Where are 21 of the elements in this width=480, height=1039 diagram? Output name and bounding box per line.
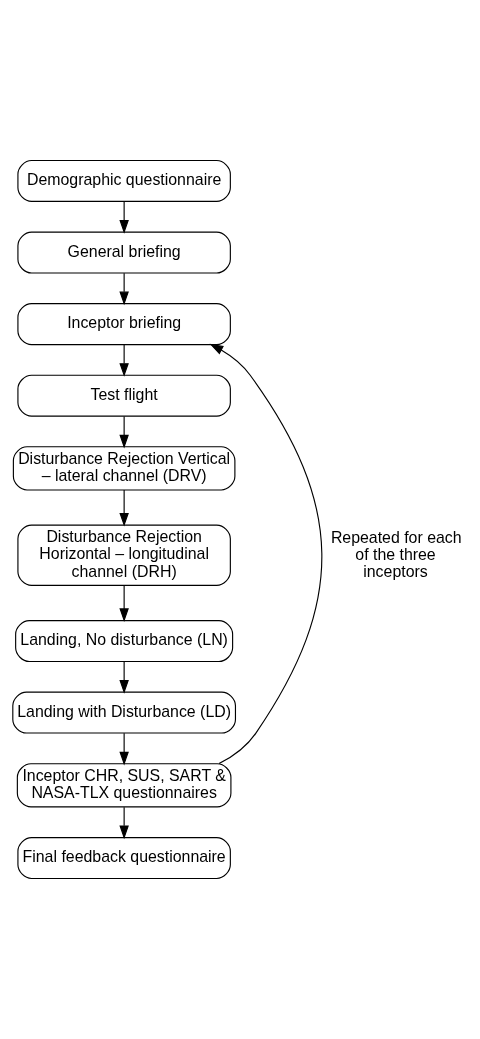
arrow — [209, 343, 323, 765]
arrow — [119, 344, 129, 377]
node-box: Inceptor CHR, SUS, SART & NASA-TLX questionnaires — [16, 763, 232, 808]
node-box: Landing with Disturbance (LD) — [12, 691, 237, 734]
node-box: Disturbance Rejection Vertical – lateral channel (DRV) — [12, 446, 236, 491]
arrow — [119, 806, 129, 840]
edge-label: Repeated for each of the three inceptors — [330, 529, 462, 581]
node-box: General briefing — [17, 231, 231, 274]
node-box: Landing, No disturbance (LN) — [15, 620, 234, 663]
node-box: Demographic questionnaire — [17, 159, 231, 202]
node-box: Final feedback questionnaire — [17, 837, 231, 880]
node-box: Disturbance Rejection Horizontal – longitudinal channel (DRH) — [17, 524, 231, 586]
arrow — [119, 415, 129, 449]
arrow — [119, 489, 129, 527]
arrow — [119, 585, 129, 622]
arrow — [119, 272, 129, 306]
arrow — [119, 201, 129, 234]
arrow — [119, 661, 129, 694]
arrow — [119, 732, 129, 766]
node-box: Test flight — [17, 374, 231, 417]
node-box: Inceptor briefing — [17, 303, 231, 346]
